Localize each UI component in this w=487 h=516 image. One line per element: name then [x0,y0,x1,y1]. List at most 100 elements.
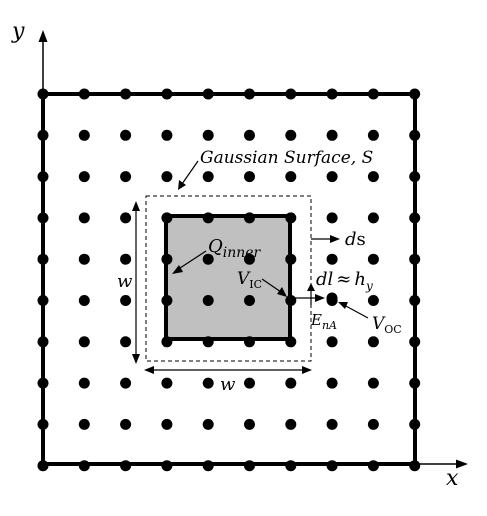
w-vertical-label: w [117,271,133,292]
outer-boundary [41,92,417,466]
grid-node [367,212,379,224]
grid-node [244,418,255,430]
grid-node [285,295,297,306]
grid-node [78,418,90,430]
grid-node [78,460,90,472]
grid-node [409,88,421,100]
grid-node [202,460,214,472]
v-ic-label: VIC [237,269,262,291]
grid-node [244,253,255,265]
grid-node [409,377,421,389]
grid-node [285,460,297,472]
grid-node [244,129,255,141]
grid-node [120,212,132,224]
grid-node [37,295,49,306]
ds-arrow-head [330,235,340,243]
gaussian-surface-boundary [145,195,312,362]
x-axis-arrowhead [456,459,468,469]
grid-node [285,253,297,265]
grid-node [37,212,49,224]
grid-node [367,377,379,389]
grid-node [326,212,338,224]
grid-node [120,295,132,306]
grid-node [161,88,173,100]
grid-node [409,336,421,348]
grid-node [285,336,297,348]
grid-node [161,295,173,306]
grid-node [78,336,90,348]
grid-node [120,336,132,348]
grid-node [161,336,173,348]
grid-node [202,418,214,430]
w-horizontal-left-head [144,366,154,374]
gaussian-surface-label: Gaussian Surface, S [200,148,373,168]
grid-node [120,418,132,430]
grid-node [78,171,90,183]
grid-node [161,418,173,430]
grid-node [161,171,173,183]
v-oc-pointer [343,304,369,319]
grid-node [326,88,338,100]
grid-node [244,336,255,348]
grid-node [161,212,173,224]
grid-node [78,253,90,265]
grid-node [161,253,173,265]
grid-node [367,460,379,472]
grid-node [120,88,132,100]
grid-node [78,88,90,100]
grid-node [37,377,49,389]
w-horizontal-label: w [220,374,236,395]
w-horizontal-right-head [302,366,312,374]
grid-node [202,295,214,306]
w-vertical-bottom-head [132,354,140,364]
grid-node [244,460,255,472]
grid-node [285,377,297,389]
q-inner-label: Qinner [208,236,262,261]
grid-node [37,336,49,348]
grid-node [285,129,297,141]
q-inner-pointer [176,250,207,271]
node-voc [326,292,338,304]
grid-node [202,377,214,389]
grid-node [120,129,132,141]
grid-node [367,336,379,348]
gaussian-surface-pointer-head [178,180,186,190]
grid-node [78,129,90,141]
grid-node [120,171,132,183]
grid-node [409,295,421,306]
inner-conductor [164,214,292,341]
grid-node [326,418,338,430]
grid-node [367,171,379,183]
e-na-label: EnA [310,311,337,332]
gaussian-surface-pointer [181,160,199,185]
grid-node [37,129,49,141]
grid-node [367,88,379,100]
grid-node [202,212,214,224]
grid-node [244,377,255,389]
grid-node [78,212,90,224]
grid-node [120,460,132,472]
grid-node [285,88,297,100]
grid-node [120,377,132,389]
grid-node [37,460,49,472]
grid-node [367,129,379,141]
grid-node [161,377,173,389]
grid-node [285,418,297,430]
grid-node [244,88,255,100]
grid-node [367,295,379,306]
grid-node [409,171,421,183]
grid-node [37,253,49,265]
grid-node [37,418,49,430]
grid-node [285,212,297,224]
grid-node [409,460,421,472]
grid-nodes [37,88,421,472]
grid-node [202,253,214,265]
v-oc-label: VOC [372,314,402,336]
e-na-arrow-head [315,294,325,302]
grid-node [326,129,338,141]
grid-node [161,460,173,472]
grid-node [244,212,255,224]
y-axis-arrowhead [38,30,48,42]
v-oc-pointer-head [338,302,348,309]
